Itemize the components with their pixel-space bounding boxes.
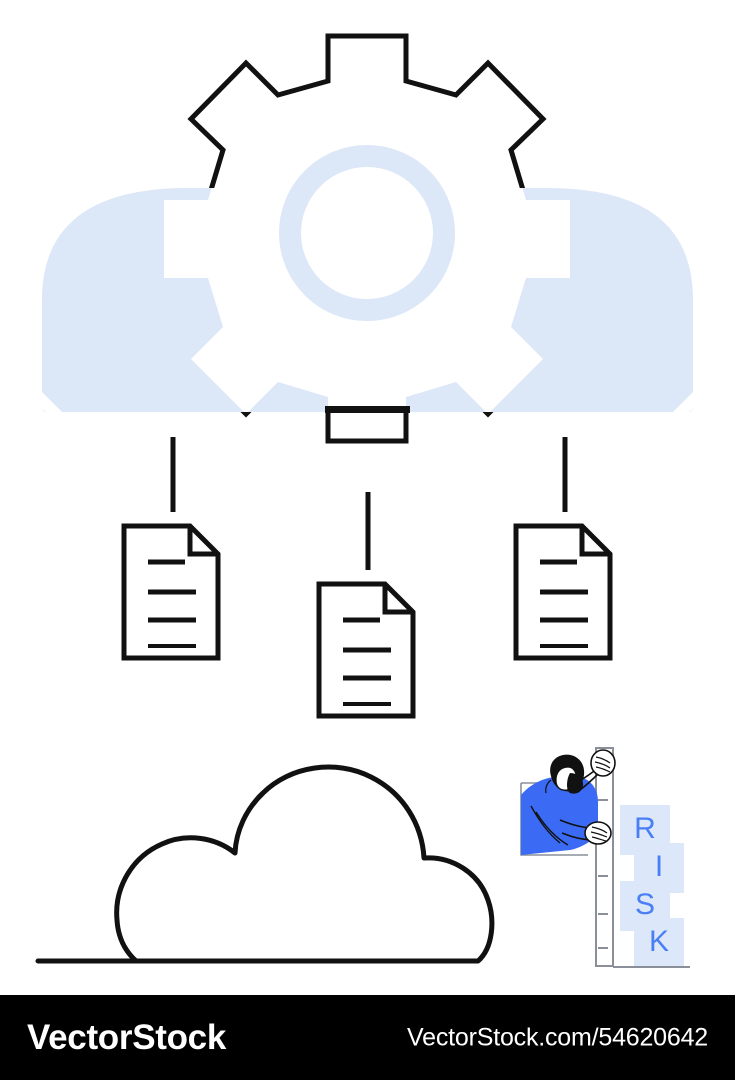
vectorstock-url: VectorStock.com/54620642: [407, 1023, 708, 1051]
watermark-bar: VectorStock VectorStock.com/54620642: [0, 995, 735, 1080]
gear-bottom-mark: [325, 406, 410, 413]
measuring-pole: [595, 747, 614, 967]
cloud-outline-icon: [35, 764, 495, 964]
vector-illustration: R I S K: [35, 33, 693, 968]
risk-letter-s: S: [635, 888, 655, 921]
document-icon-right: [513, 523, 613, 661]
risk-block-k: [634, 918, 684, 968]
risk-blocks: R I S K: [613, 805, 690, 968]
document-icon-center: [316, 581, 416, 719]
vectorstock-brand: VectorStock: [27, 1017, 227, 1057]
gear-hub-ring: [279, 145, 455, 321]
risk-letter-i: I: [655, 850, 663, 883]
person-figure: [520, 749, 616, 856]
gear-icon: [161, 33, 573, 444]
connector-lines: [170, 437, 568, 570]
document-icon-left: [121, 523, 221, 661]
risk-letter-k: K: [649, 925, 669, 958]
risk-letter-r: R: [634, 812, 656, 845]
